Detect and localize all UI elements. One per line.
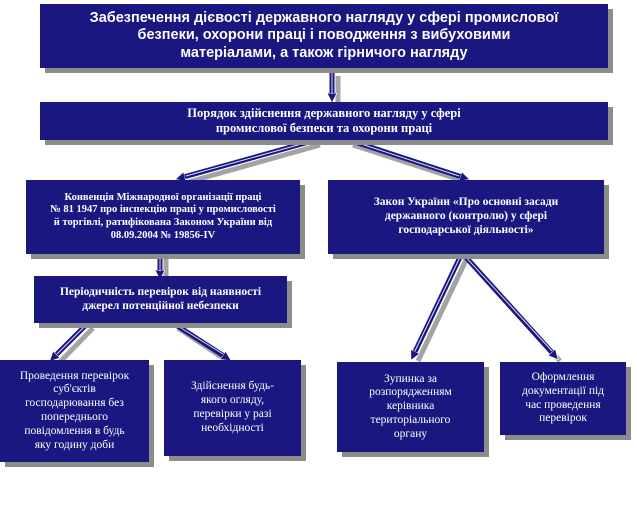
periodicity-box: Періодичність перевірок від наявності дж… bbox=[34, 276, 287, 323]
title-text: Забезпечення дієвості державного нагляду… bbox=[89, 9, 559, 61]
law-text: Закон України «Про основні засади держав… bbox=[373, 196, 559, 236]
law-box: Закон України «Про основні засади держав… bbox=[328, 180, 604, 254]
title-box: Забезпечення дієвості державного нагляду… bbox=[40, 4, 608, 68]
convention-box: Конвенція Міжнародної організації праці … bbox=[26, 180, 300, 254]
procedure-box: Порядок здійснення державного нагляду у … bbox=[40, 102, 608, 140]
documentation-box: Оформлення документації під час проведен… bbox=[500, 362, 626, 435]
any-inspection-text: Здійснення будь- якого огляду, перевірки… bbox=[191, 380, 274, 434]
inspections-no-notice-box: Проведення перевірок суб'єктів господарю… bbox=[0, 360, 149, 462]
periodicity-text: Періодичність перевірок від наявності дж… bbox=[59, 285, 262, 312]
documentation-text: Оформлення документації під час проведен… bbox=[521, 370, 605, 425]
procedure-text: Порядок здійснення державного нагляду у … bbox=[187, 106, 461, 135]
convention-text: Конвенція Міжнародної організації праці … bbox=[50, 191, 276, 241]
any-inspection-box: Здійснення будь- якого огляду, перевірки… bbox=[164, 360, 301, 456]
inspections-no-notice-text: Проведення перевірок суб'єктів господарю… bbox=[19, 369, 130, 451]
stop-by-order-box: Зупинка за розпорядженням керівника тери… bbox=[337, 362, 484, 452]
stop-by-order-text: Зупинка за розпорядженням керівника тери… bbox=[369, 372, 452, 440]
